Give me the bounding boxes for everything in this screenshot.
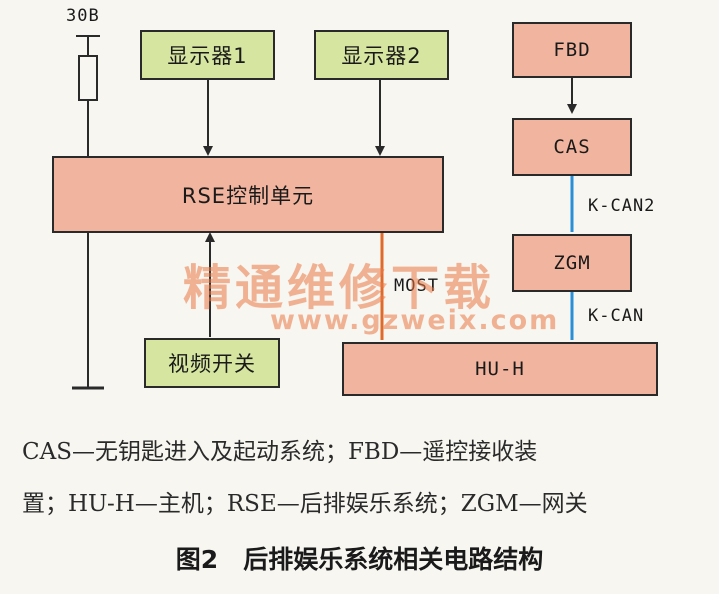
fbd-label: FBD — [553, 39, 591, 61]
zgm-box: ZGM — [512, 234, 632, 292]
legend-line-1: CAS—无钥匙进入及起动系统；FBD—遥控接收装 — [22, 439, 538, 465]
watermark-text: 精通维修下载 — [183, 260, 496, 316]
figure-caption: 图2 后排娱乐系统相关电路结构 — [175, 545, 544, 574]
fuse-symbol — [78, 55, 98, 101]
fbd-box: FBD — [512, 22, 632, 78]
hu-h-label: HU-H — [475, 358, 525, 380]
cas-label: CAS — [553, 136, 591, 158]
battery-label: 30B — [66, 6, 100, 26]
video-switch-label: 视频开关 — [168, 352, 256, 376]
legend-line-2: 置；HU-H—主机；RSE—后排娱乐系统；ZGM—网关 — [22, 491, 588, 517]
watermark-url: www.gzweix.com — [270, 305, 560, 336]
hu-h-box: HU-H — [342, 342, 658, 396]
most-bus-label: MOST — [394, 276, 439, 296]
video-switch-box: 视频开关 — [144, 338, 280, 388]
kcan2-bus-label: K-CAN2 — [588, 196, 656, 216]
display-1-box: 显示器1 — [140, 30, 275, 80]
display-2-label: 显示器2 — [341, 44, 422, 68]
display-2-box: 显示器2 — [314, 30, 449, 80]
kcan-bus-label: K-CAN — [588, 306, 645, 326]
cas-box: CAS — [512, 118, 632, 176]
rse-control-unit-box: RSE控制单元 — [52, 156, 444, 233]
zgm-label: ZGM — [553, 252, 591, 274]
display-1-label: 显示器1 — [167, 44, 248, 68]
rse-control-unit-label: RSE控制单元 — [181, 183, 315, 208]
